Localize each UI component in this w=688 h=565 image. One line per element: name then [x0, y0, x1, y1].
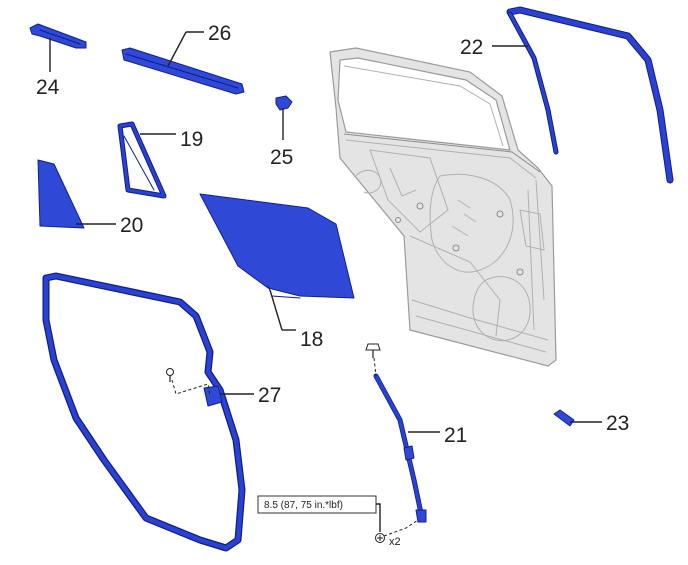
rear-door-panel — [329, 47, 557, 367]
dashed-line-21-bottom — [383, 519, 419, 537]
torque-leader — [376, 503, 381, 532]
callout-26: 26 — [208, 22, 231, 45]
part-26-belt-moulding — [121, 47, 245, 95]
callout-24: 24 — [36, 76, 60, 99]
part-18-door-glass — [199, 193, 355, 299]
callout-19: 19 — [180, 128, 203, 151]
part-20-quarter-glass — [37, 159, 85, 229]
torque-spec: 8.5 (87, 75 in.*lbf) — [264, 500, 343, 511]
dashed-line-21-top — [373, 357, 377, 377]
part-24-weatherstrip — [29, 23, 87, 49]
part-27-door-weatherstrip — [42, 272, 246, 552]
callout-23: 23 — [606, 412, 629, 435]
torque-callout: 8.5 (87, 75 in.*lbf) — [257, 495, 381, 532]
callout-20: 20 — [120, 214, 143, 237]
part-22-glass-run — [506, 6, 674, 184]
leader-line-18 — [269, 289, 283, 331]
callout-27: 27 — [258, 384, 281, 407]
bolt-21-bottom — [375, 533, 385, 543]
callout-21: 21 — [444, 424, 467, 447]
part-19-quarter-frame — [117, 121, 167, 199]
part-23-clip — [553, 409, 575, 427]
callout-22: 22 — [460, 36, 483, 59]
callout-25: 25 — [270, 146, 293, 169]
dashed-line-27 — [171, 379, 211, 397]
screw-27 — [166, 368, 174, 382]
callout-18: 18 — [300, 328, 323, 351]
leader-line-26 — [167, 31, 187, 67]
bolt-quantity: x2 — [389, 536, 401, 548]
part-21-sash-channel — [373, 373, 427, 523]
bolt-21-top — [365, 343, 381, 358]
part-25-clip — [275, 95, 293, 111]
